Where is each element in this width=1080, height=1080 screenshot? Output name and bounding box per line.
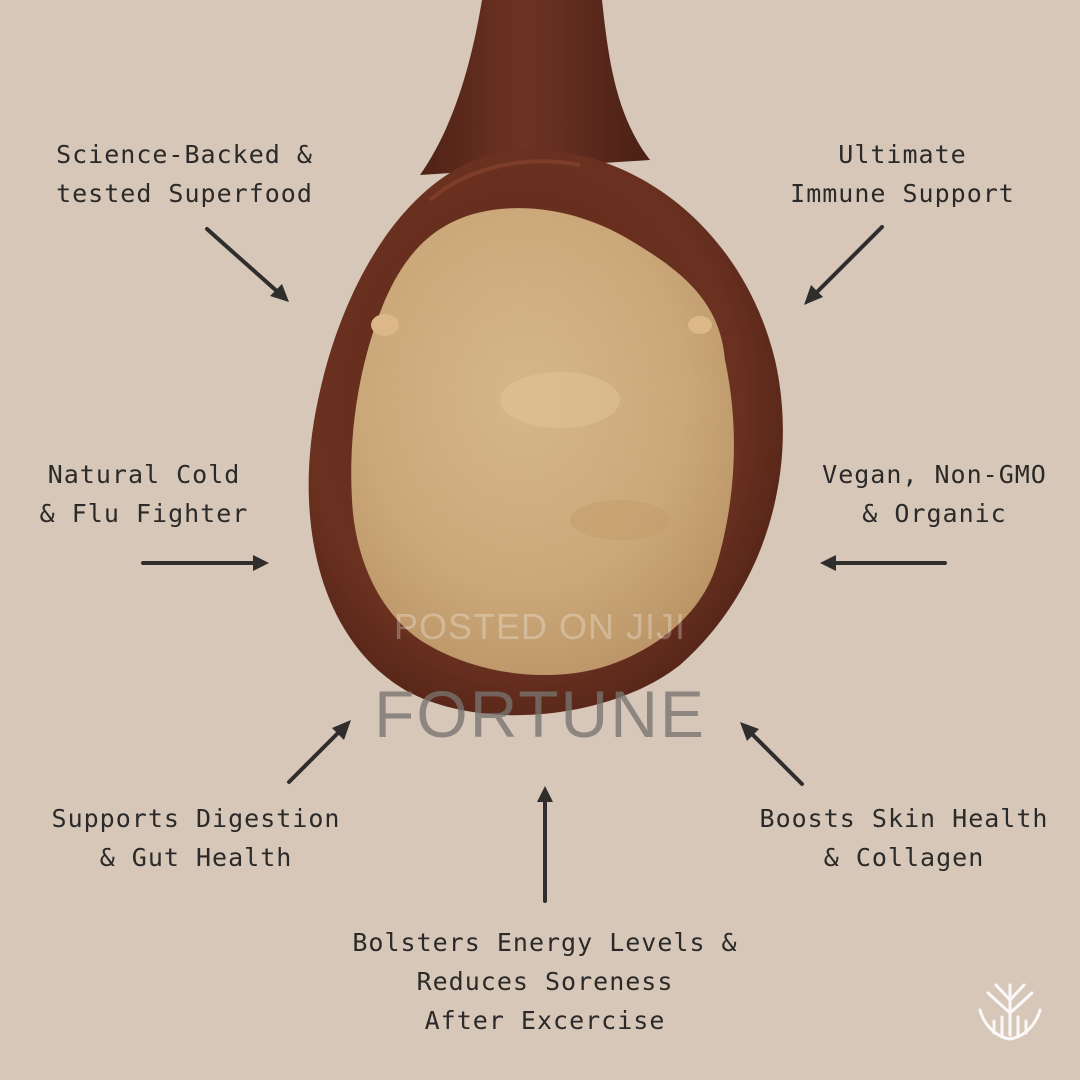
benefit-line: Reduces Soreness <box>416 967 674 996</box>
benefit-skin-collagen: Boosts Skin Health & Collagen <box>748 799 1060 877</box>
benefit-line: Supports Digestion <box>51 804 341 833</box>
watermark-fortune: FORTUNE <box>374 677 706 751</box>
benefit-cold-flu: Natural Cold & Flu Fighter <box>30 455 258 533</box>
benefit-line: Science-Backed & <box>56 140 313 169</box>
benefit-line: Natural Cold <box>47 460 241 489</box>
benefit-line: Boosts Skin Health <box>759 804 1049 833</box>
tree-logo-icon <box>978 983 1042 1041</box>
spoon-handle <box>420 0 650 175</box>
benefit-digestion: Supports Digestion & Gut Health <box>40 799 352 877</box>
benefit-line: Immune Support <box>790 179 1015 208</box>
benefit-science-backed: Science-Backed & tested Superfood <box>47 135 322 213</box>
arrows <box>141 225 947 903</box>
arrow-science-icon <box>205 227 289 302</box>
spoon-rim-highlight <box>428 159 581 202</box>
arrow-cold-icon <box>141 555 269 571</box>
arrow-digestion-icon <box>287 720 351 784</box>
benefit-line: Bolsters Energy Levels & <box>352 928 738 957</box>
benefit-line: tested Superfood <box>56 179 313 208</box>
arrow-energy-icon <box>537 786 553 903</box>
ginger-powder <box>351 208 734 676</box>
benefit-line: Ultimate <box>838 140 967 169</box>
arrow-immune-icon <box>804 225 884 305</box>
benefit-line: & Collagen <box>823 843 985 872</box>
arrow-vegan-icon <box>820 555 947 571</box>
benefit-line: & Flu Fighter <box>39 499 249 528</box>
benefit-line: After Excercise <box>424 1006 666 1035</box>
arrow-skin-icon <box>740 722 804 786</box>
benefit-line: & Organic <box>862 499 1007 528</box>
benefit-immune-support: Ultimate Immune Support <box>780 135 1025 213</box>
watermark-posted-on: POSTED ON JIJI <box>393 606 687 647</box>
benefit-line: Vegan, Non-GMO <box>822 460 1047 489</box>
benefit-energy-soreness: Bolsters Energy Levels & Reduces Sorenes… <box>335 923 755 1040</box>
benefit-vegan-organic: Vegan, Non-GMO & Organic <box>812 455 1057 533</box>
benefit-line: & Gut Health <box>99 843 293 872</box>
